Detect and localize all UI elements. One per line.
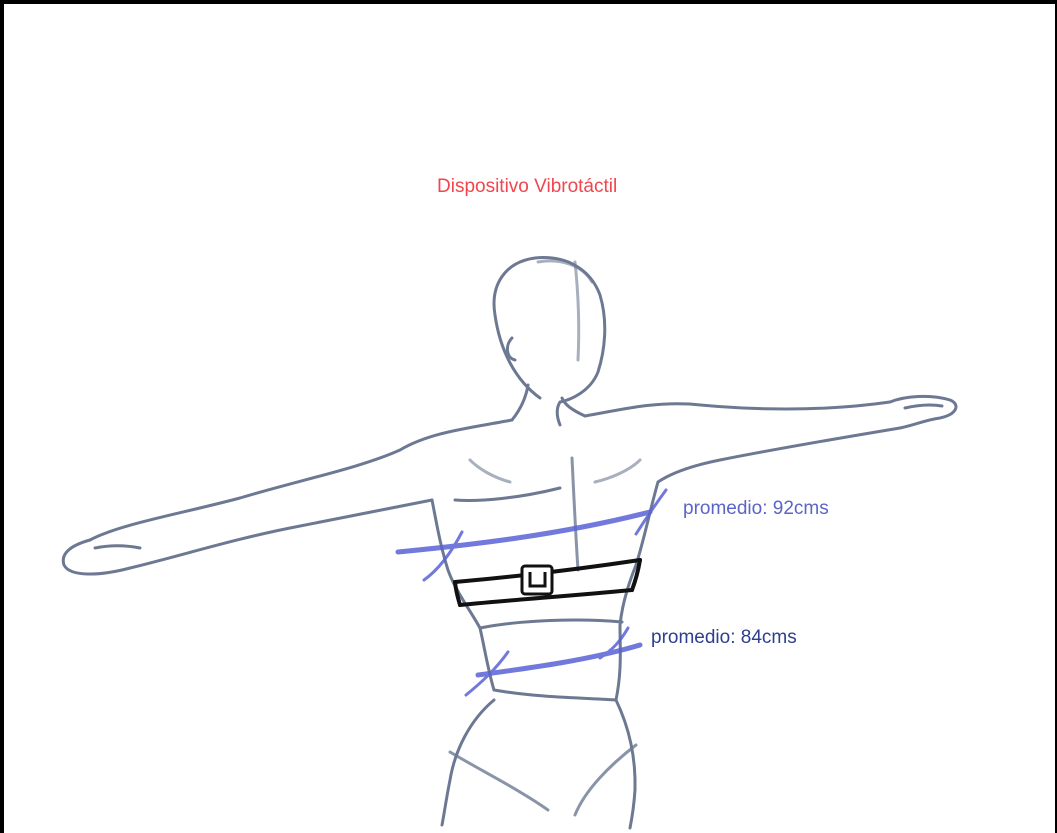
right-arm-bottom bbox=[658, 428, 900, 482]
chest-measurement-label: promedio: 92cms bbox=[683, 498, 829, 520]
hip-right bbox=[616, 700, 635, 828]
diagram-title: Dispositivo Vibrotáctil bbox=[437, 176, 617, 198]
left-arm-bottom bbox=[130, 500, 432, 568]
left-arm-top bbox=[90, 420, 512, 540]
torso-left bbox=[432, 500, 494, 690]
right-arm-top bbox=[585, 402, 890, 416]
waist-measurement-label: promedio: 84cms bbox=[651, 627, 797, 649]
belt-buckle-icon bbox=[522, 566, 552, 594]
